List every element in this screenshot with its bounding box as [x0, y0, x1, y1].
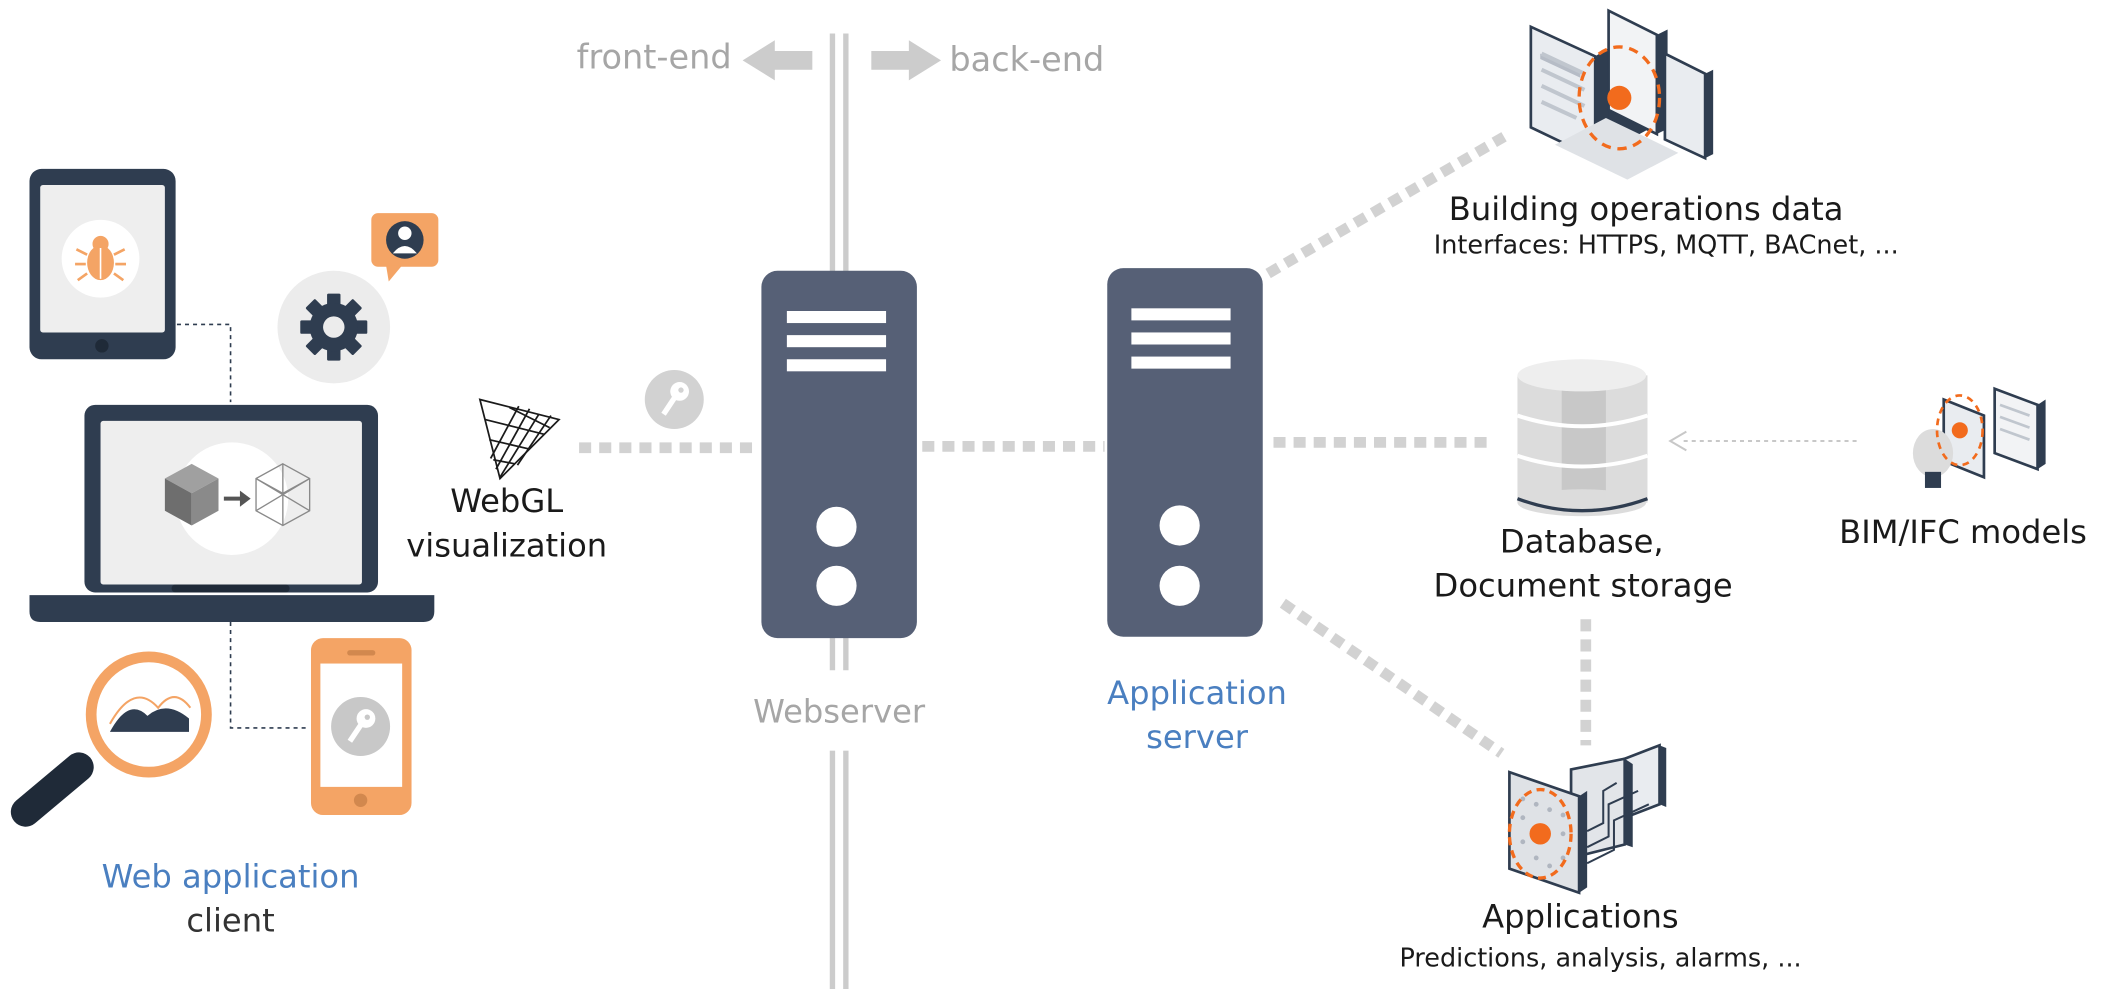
applications-icon [1507, 743, 1667, 895]
webserver-label: Webserver [753, 693, 926, 731]
bim-label: BIM/IFC models [1839, 513, 2087, 551]
connectors [579, 132, 1592, 758]
wireframe-cube-icon [255, 463, 311, 527]
database-label-line1: Database, [1499, 522, 1664, 561]
arrow-right-icon [871, 40, 942, 81]
webgl-triangle-icon [478, 398, 561, 481]
user-chat-bubble-icon [371, 213, 439, 282]
building-operations-subtitle: Interfaces: HTTPS, MQTT, BACnet, ... [1433, 230, 1899, 261]
backend-label: back-end [949, 40, 1105, 80]
database-icon [1516, 359, 1649, 517]
settings-gear-icon [277, 270, 391, 384]
application-server-icon [1107, 268, 1263, 637]
client-device-connectors [176, 323, 309, 729]
applications-title: Applications [1482, 898, 1679, 936]
tablet-icon [29, 168, 176, 360]
bim-to-database-arrow [1668, 430, 1857, 452]
arrow-left-icon [742, 40, 813, 81]
client-subtitle: client [186, 902, 275, 940]
application-server-label-line2: server [1146, 718, 1248, 757]
webgl-label-line2: visualization [406, 526, 608, 565]
applications-subtitle: Predictions, analysis, alarms, ... [1399, 943, 1802, 974]
webserver-icon [761, 270, 917, 639]
key-icon [347, 709, 376, 743]
transform-arrow-icon [223, 490, 251, 507]
building-operations-icon [1529, 8, 1714, 180]
webgl-label-line1: WebGL [450, 482, 564, 521]
magnifier-chart-icon [10, 651, 212, 827]
frontend-label: front-end [576, 37, 732, 77]
client-title: Web application [101, 857, 360, 896]
bug-icon [75, 235, 127, 282]
smartphone-icon [310, 638, 412, 816]
application-server-label-line1: Application [1107, 674, 1287, 712]
api-key-icon [644, 369, 704, 429]
laptop-icon [29, 404, 435, 622]
building-operations-title: Building operations data [1448, 190, 1844, 228]
database-label-line2: Document storage [1433, 567, 1733, 605]
bim-model-icon [1912, 386, 2046, 488]
